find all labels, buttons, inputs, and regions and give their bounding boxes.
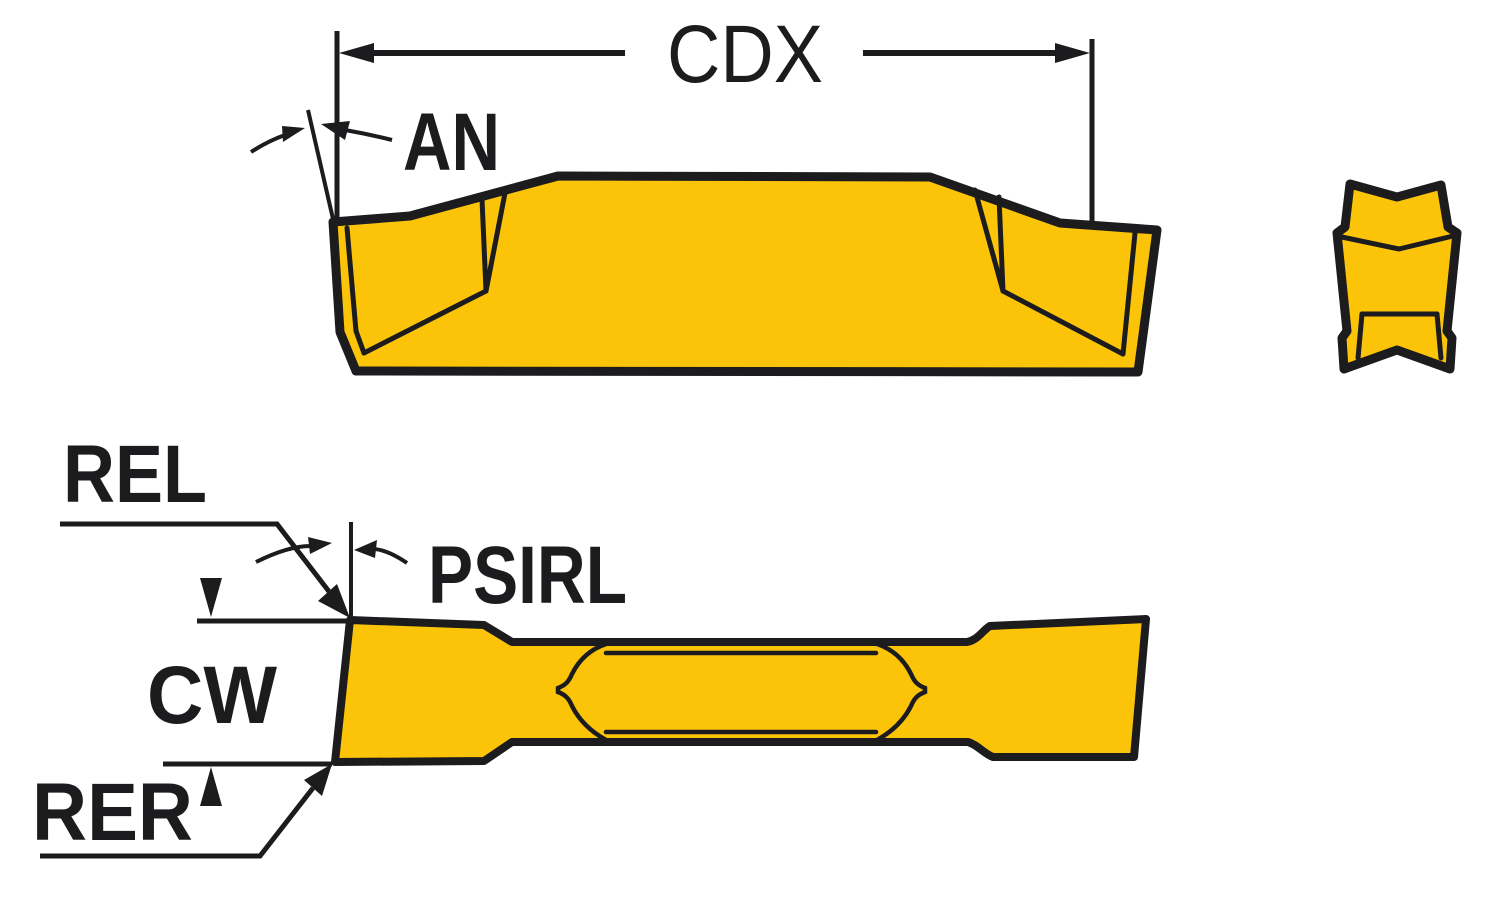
rel-angle-arc (255, 543, 314, 564)
side-left-diagonal (361, 288, 489, 356)
rel-label: REL (63, 429, 207, 520)
end-view-seat-left-line (1355, 311, 1365, 361)
rer-annotation: RER (32, 764, 332, 859)
side-left-wedge-line-b (483, 190, 508, 294)
side-right-wedge-line-a (972, 187, 1006, 294)
cw-top-arrow (200, 578, 222, 617)
rer-leader-arrowhead (304, 764, 332, 796)
side-left-land-line (344, 225, 367, 356)
top-view-seat-right-point (874, 641, 928, 743)
an-dimension: AN (249, 97, 500, 233)
cdx-dimension: CDX (334, 9, 1095, 222)
side-right-land-line (1120, 230, 1138, 357)
side-view-outline (328, 171, 1162, 377)
end-view-top-vee-line (1334, 233, 1456, 252)
insert-top-view (331, 615, 1150, 766)
an-label: AN (403, 97, 500, 188)
insert-end-view (1332, 179, 1462, 374)
top-view-seat-left-point (555, 641, 609, 743)
top-view-outline (331, 615, 1150, 766)
psirl-angle-arrowhead (354, 540, 377, 558)
cdx-arrow-right (1055, 43, 1090, 63)
cdx-arrow-left (339, 43, 374, 63)
rel-leader-arrowhead (318, 584, 350, 618)
an-leader-arrowhead (321, 121, 350, 140)
psirl-annotation: PSIRL (349, 522, 627, 621)
an-edge-extension-line (306, 109, 338, 233)
cw-label: CW (147, 650, 278, 741)
cw-dimension: CW (147, 578, 347, 806)
rer-label: RER (32, 767, 193, 858)
cw-bottom-arrow (200, 767, 222, 806)
rel-annotation: REL (60, 429, 350, 618)
end-view-outline (1332, 179, 1462, 374)
rel-angle-arrowhead (308, 537, 332, 554)
side-right-diagonal (1000, 288, 1126, 357)
psirl-label: PSIRL (428, 530, 627, 621)
an-leader-line (344, 128, 393, 142)
an-left-arrow-tail (249, 133, 286, 154)
an-left-arrowhead (282, 126, 305, 142)
insert-side-view (328, 171, 1162, 377)
cdx-label: CDX (667, 9, 823, 100)
side-right-wedge-line-b (996, 194, 1006, 294)
side-left-wedge-line-a (479, 196, 489, 294)
rer-leader-line (40, 786, 315, 859)
rel-leader-line (60, 521, 336, 600)
end-view-seat-right-line (1434, 311, 1444, 361)
